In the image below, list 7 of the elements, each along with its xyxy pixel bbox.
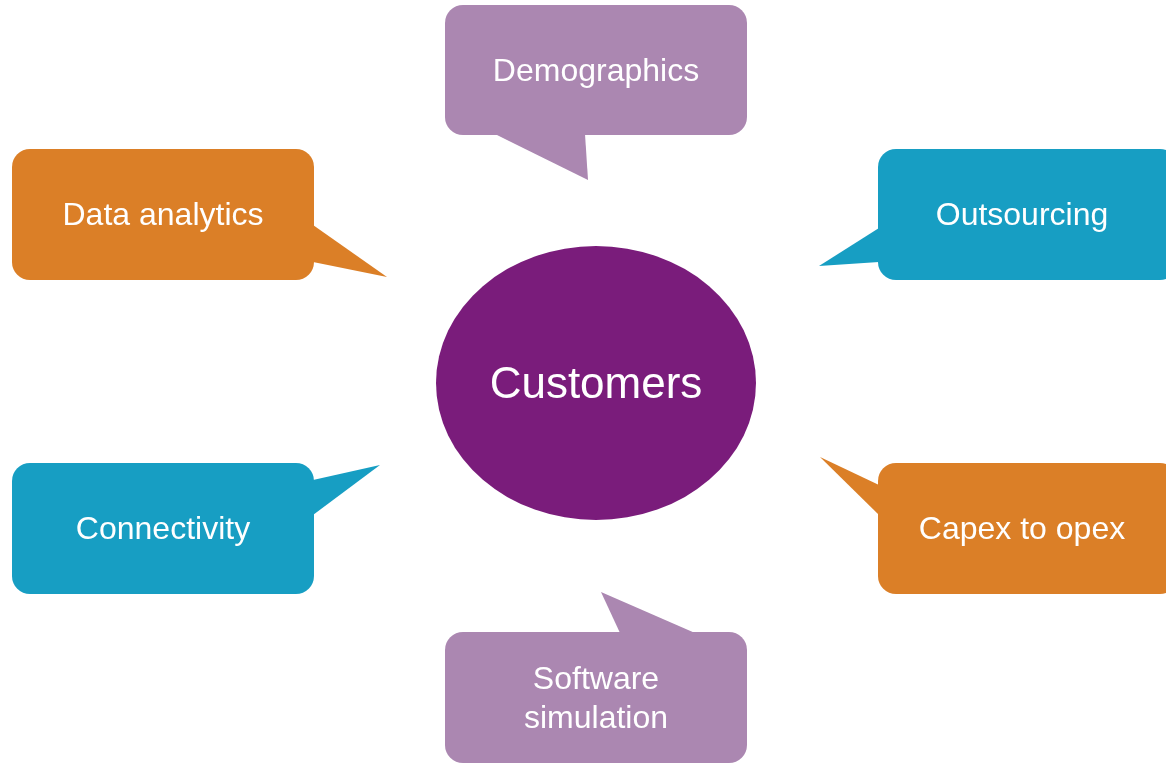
bubble-label: Connectivity xyxy=(75,509,251,548)
bubble-label: Outsourcing xyxy=(935,195,1109,234)
bubble-label: Software simulation xyxy=(522,659,670,736)
bubble-label: Capex to opex xyxy=(918,509,1126,548)
bubble-label: Data analytics xyxy=(62,195,264,234)
bubble-label: Demographics xyxy=(492,50,700,90)
center-label: Customers xyxy=(489,356,703,409)
